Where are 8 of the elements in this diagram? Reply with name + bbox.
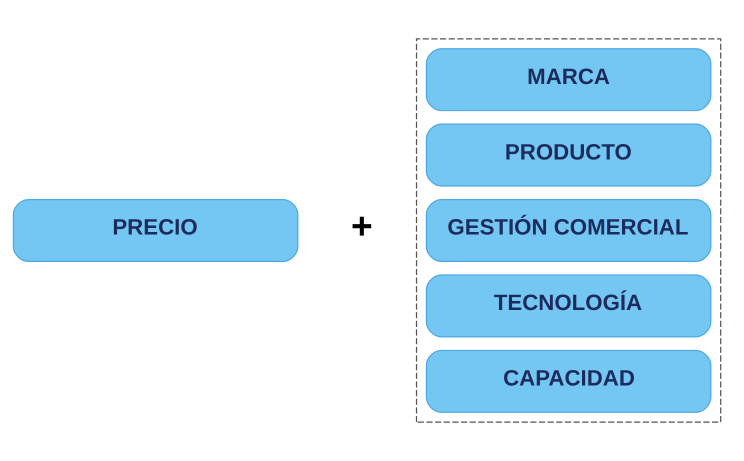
node-box: MARCA — [426, 48, 712, 112]
node-box: CAPACIDAD — [426, 350, 712, 413]
node-box: TECNOLOGÍA — [426, 274, 712, 338]
cluster — [416, 38, 722, 423]
node-box: PRECIO — [12, 198, 298, 262]
node-box: PRODUCTO — [426, 124, 712, 187]
label: + — [350, 204, 373, 247]
node-box: GESTIÓN COMERCIAL — [426, 198, 712, 262]
